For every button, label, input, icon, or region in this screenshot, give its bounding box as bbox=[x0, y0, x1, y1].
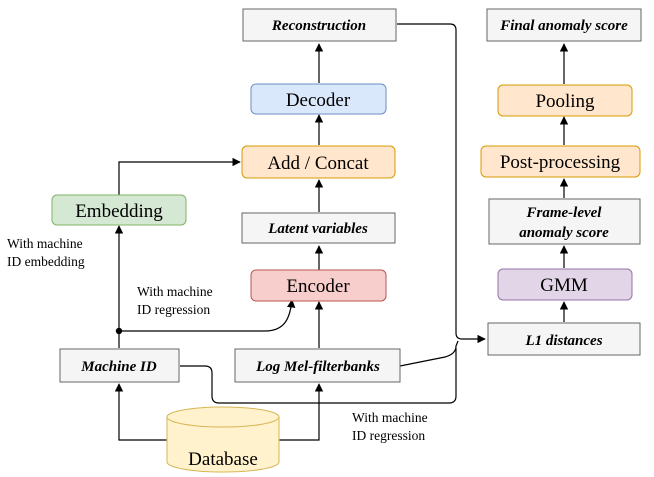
decoder-label: Decoder bbox=[286, 90, 351, 111]
node-log-mel: Log Mel-filterbanks bbox=[234, 348, 401, 383]
node-final-anomaly-score: Final anomaly score bbox=[486, 8, 642, 42]
node-post-processing: Post-processing bbox=[480, 145, 641, 178]
frame-level-label-line2: anomaly score bbox=[519, 225, 609, 241]
machine-id-label: Machine ID bbox=[80, 359, 157, 375]
node-encoder: Encoder bbox=[250, 269, 387, 302]
edge-machine-id-to-l1 bbox=[180, 348, 457, 404]
reconstruction-label: Reconstruction bbox=[271, 18, 366, 34]
regress-note-line1: With machine bbox=[137, 284, 213, 299]
node-latent-variables: Latent variables bbox=[241, 212, 396, 244]
post-processing-label: Post-processing bbox=[500, 152, 621, 173]
edge-log-mel-to-l1 bbox=[399, 340, 459, 367]
bottom-note-line1: With machine bbox=[352, 410, 428, 425]
frame-level-label-line1: Frame-level bbox=[526, 205, 603, 221]
bottom-note-line2: ID regression bbox=[352, 428, 425, 443]
edges bbox=[114, 23, 569, 441]
add-concat-label: Add / Concat bbox=[267, 153, 369, 174]
annotation-machine-id-embedding: With machine ID embedding bbox=[7, 236, 85, 269]
embed-note-line1: With machine bbox=[7, 236, 83, 251]
node-gmm: GMM bbox=[497, 268, 633, 301]
gmm-label: GMM bbox=[540, 275, 588, 296]
node-frame-level-anomaly-score: Frame-level anomaly score bbox=[488, 198, 641, 245]
annotation-bottom-regression: With machine ID regression bbox=[352, 410, 428, 443]
pooling-label: Pooling bbox=[535, 91, 595, 112]
node-pooling: Pooling bbox=[497, 84, 633, 117]
l1-distances-label: L1 distances bbox=[524, 333, 602, 349]
log-mel-label: Log Mel-filterbanks bbox=[255, 359, 380, 375]
annotation-machine-id-regression: With machine ID regression bbox=[137, 284, 213, 317]
edge-reconstruction-to-l1 bbox=[397, 23, 486, 344]
edge-machine-id-to-encoder bbox=[119, 299, 296, 332]
node-add-concat: Add / Concat bbox=[241, 145, 396, 179]
embed-note-line2: ID embedding bbox=[7, 254, 85, 269]
encoder-label: Encoder bbox=[286, 276, 350, 297]
edge-database-to-log-mel bbox=[279, 383, 324, 441]
edge-database-to-machine-id bbox=[114, 383, 167, 441]
final-anomaly-score-label: Final anomaly score bbox=[499, 18, 628, 34]
regress-note-line2: ID regression bbox=[137, 302, 210, 317]
node-decoder: Decoder bbox=[250, 83, 387, 115]
node-embedding: Embedding bbox=[51, 194, 187, 226]
database-label: Database bbox=[188, 449, 258, 470]
node-l1-distances: L1 distances bbox=[487, 322, 641, 356]
node-database: Database bbox=[166, 406, 280, 473]
latent-variables-label: Latent variables bbox=[267, 221, 368, 237]
node-machine-id: Machine ID bbox=[59, 348, 180, 383]
node-reconstruction: Reconstruction bbox=[242, 8, 397, 42]
embedding-label: Embedding bbox=[75, 201, 163, 222]
edge-embedding-to-add-concat bbox=[118, 157, 241, 196]
